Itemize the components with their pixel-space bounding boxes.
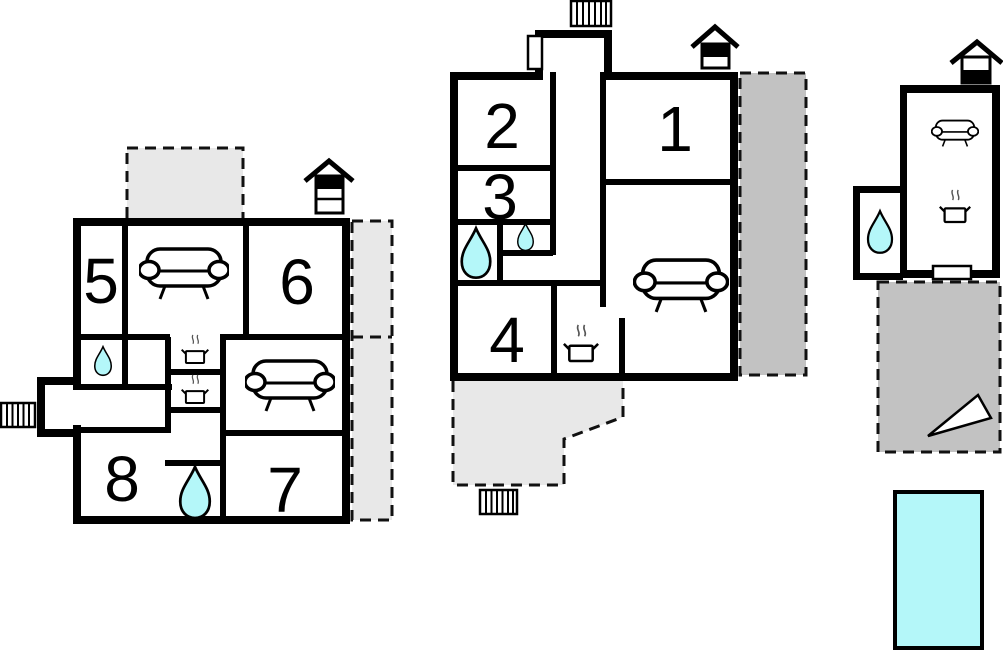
stairs-ladder-icon-middle-top [569, 0, 613, 28]
left-building-walls [37, 218, 350, 524]
sofa-icon [633, 258, 729, 314]
chimney-icon-middle [690, 23, 740, 70]
room-label-4: 4 [489, 304, 525, 376]
stairs-ladder-icon-left-entry [0, 401, 37, 429]
terrace-left-right-strip [350, 219, 394, 522]
water-drop-icon [460, 226, 492, 280]
terrace-right-dark [876, 280, 1002, 454]
stairs-ladder-icon-middle-bottom [478, 488, 519, 516]
stove-pot-icon [181, 334, 209, 364]
terrace-middle-right-dark [738, 71, 808, 377]
sofa-icon [245, 359, 335, 413]
stove-pot-icon [939, 188, 971, 224]
sofa-icon [139, 247, 229, 301]
sofa-icon [931, 119, 979, 148]
door-right-building [931, 264, 973, 281]
terraces [125, 71, 1002, 522]
chimney-icon-right [949, 38, 1003, 85]
room-label-6: 6 [279, 246, 315, 318]
room-label-8: 8 [104, 443, 140, 515]
room-label-5: 5 [83, 245, 119, 317]
stove-pot-icon [181, 374, 209, 404]
porch-wall [37, 377, 77, 385]
water-drop-icon [93, 345, 113, 377]
swimming-pool [893, 490, 984, 650]
water-drop-icon [517, 222, 534, 252]
room-label-3: 3 [482, 161, 518, 233]
room-label-1: 1 [657, 93, 693, 165]
door-middle-porch [526, 34, 544, 71]
porch-wall [535, 30, 612, 38]
middle-building-walls [450, 30, 738, 381]
water-drop-icon [866, 209, 894, 255]
water-drop-icon [178, 465, 212, 520]
porch-wall [604, 30, 612, 80]
porch-wall [37, 377, 45, 437]
room-label-7: 7 [267, 454, 303, 526]
triangle-arrow-icon [927, 393, 993, 438]
room-label-2: 2 [484, 90, 520, 162]
chimney-icon-left [303, 157, 355, 215]
stove-pot-icon [563, 323, 599, 363]
porch-wall [37, 429, 77, 437]
terrace-left-top [125, 146, 245, 222]
terrace-middle-bottom [451, 376, 625, 487]
